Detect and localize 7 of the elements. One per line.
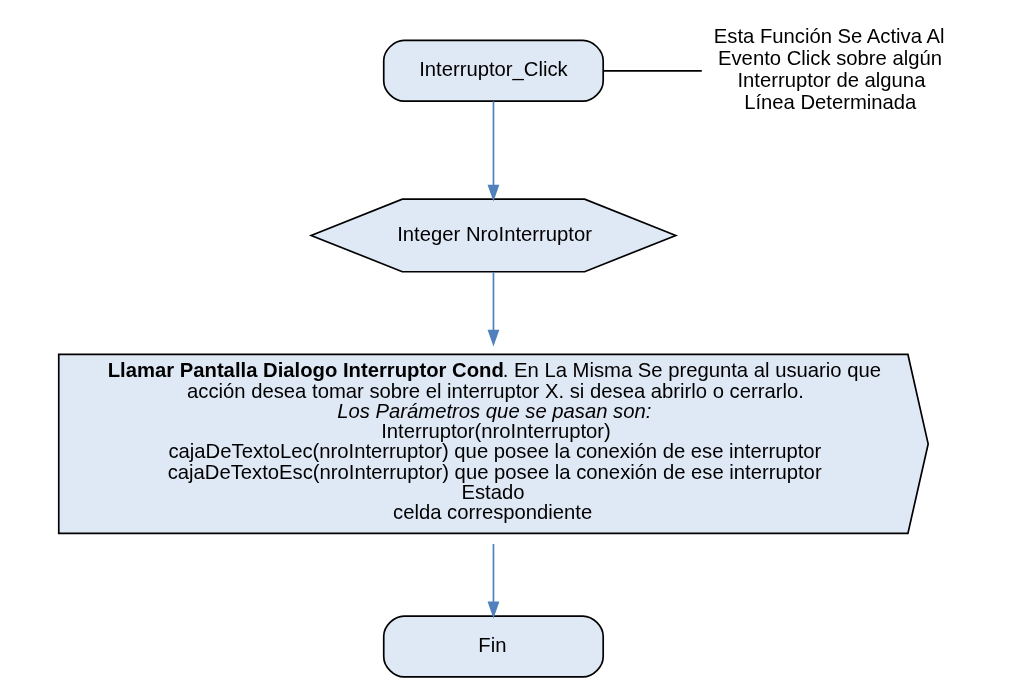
node-text: Esta Función Se Activa Al Evento Click sobre algún Interruptor de alguna Línea Determinada [713, 25, 945, 113]
arrow [487, 543, 500, 619]
arrow [487, 271, 500, 347]
arrow [487, 100, 500, 202]
node-box: Fin [382, 615, 605, 678]
connector [602, 69, 703, 72]
node-box: Interruptor_Click [382, 39, 605, 103]
